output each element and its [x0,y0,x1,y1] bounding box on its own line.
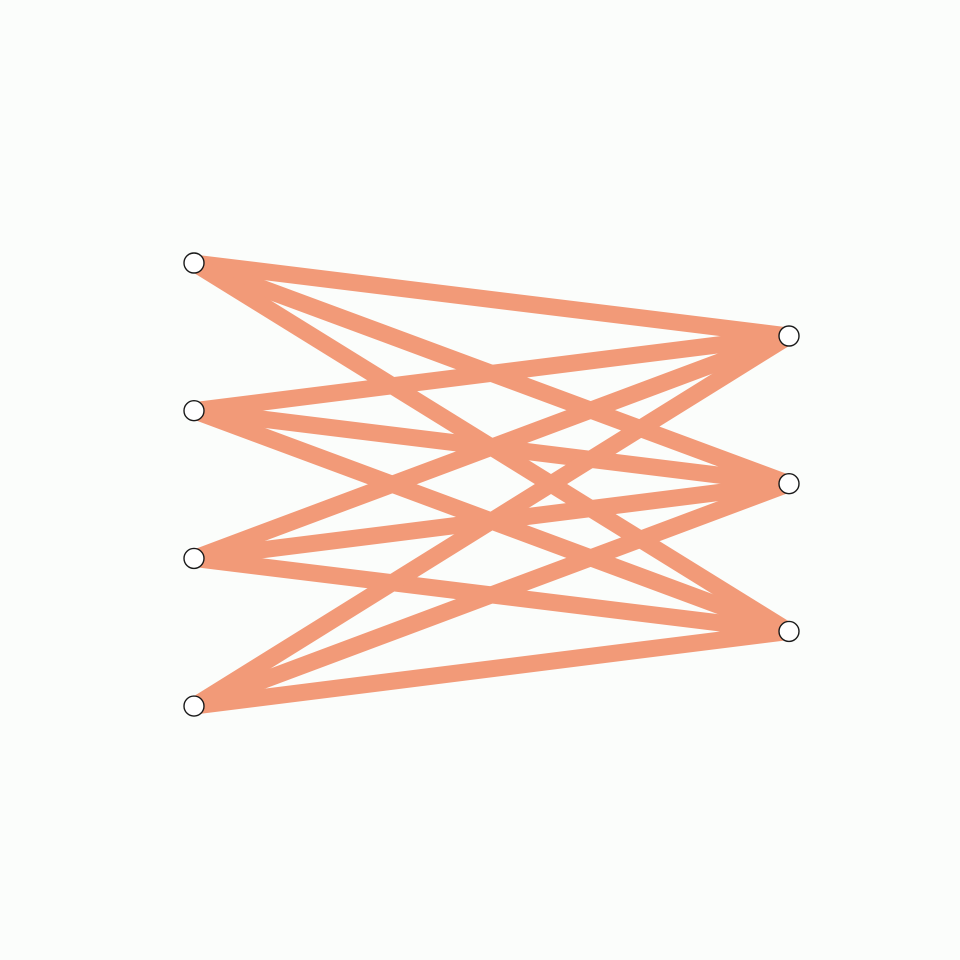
edge-l3-r1 [191,328,792,567]
edges-layer [189,254,794,715]
edge-l4-r3 [192,622,791,715]
node-l1 [183,252,205,274]
node-r2 [778,473,800,495]
node-l3 [183,547,205,570]
edge-l4-r1 [189,328,794,714]
edge-l2-r1 [192,327,791,420]
node-l4 [183,695,205,717]
node-r3 [778,620,800,643]
edge-l1-r1 [192,254,791,345]
edge-l4-r2 [191,475,792,715]
nodes-layer [183,252,800,717]
node-l2 [183,400,205,422]
node-r1 [778,325,800,347]
